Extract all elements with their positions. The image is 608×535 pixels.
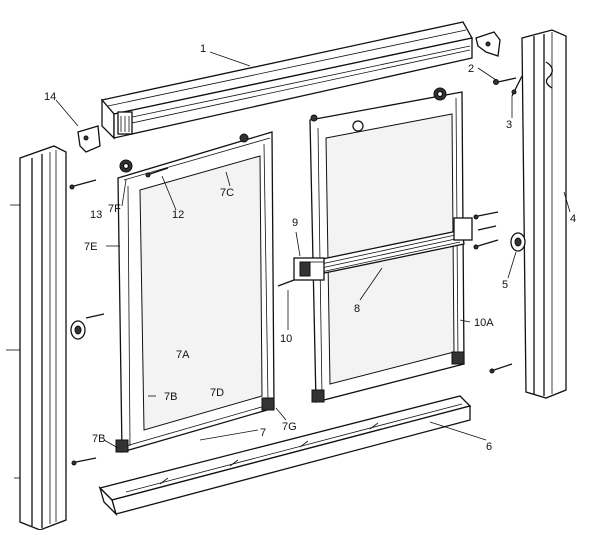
label-6: 6 [486, 441, 492, 453]
sill-track [98, 395, 472, 517]
header-rail [100, 21, 474, 140]
bracket-top-right [475, 31, 501, 57]
left-jamb [6, 145, 67, 531]
label-7e: 7E [84, 241, 97, 253]
left-door-panel [115, 131, 275, 453]
label-7b: 7B [164, 391, 177, 403]
label-4: 4 [570, 213, 576, 225]
label-7c: 7C [220, 187, 234, 199]
label-14: 14 [44, 91, 56, 103]
latch [293, 257, 325, 281]
right-jamb [521, 29, 567, 399]
label-7b-lower: 7B [92, 433, 105, 445]
hardware [69, 75, 526, 466]
label-10a: 10A [474, 317, 494, 329]
bracket-14 [77, 125, 101, 153]
part-labels: 1 2 3 4 5 6 7 7A 7B 7B 7C 7D 7E 7F 7G 8 … [44, 43, 576, 453]
label-7a: 7A [176, 349, 190, 361]
label-12: 12 [172, 209, 184, 221]
label-7f: 7F [108, 203, 121, 215]
label-8: 8 [354, 303, 360, 315]
label-3: 3 [506, 119, 512, 131]
label-13: 13 [90, 209, 102, 221]
label-10: 10 [280, 333, 292, 345]
leader-lines [55, 51, 571, 449]
label-7g: 7G [282, 421, 297, 433]
label-7: 7 [260, 427, 266, 439]
label-7d: 7D [210, 387, 224, 399]
label-1: 1 [200, 43, 206, 55]
label-9: 9 [292, 217, 298, 229]
label-5: 5 [502, 279, 508, 291]
label-2: 2 [468, 63, 474, 75]
